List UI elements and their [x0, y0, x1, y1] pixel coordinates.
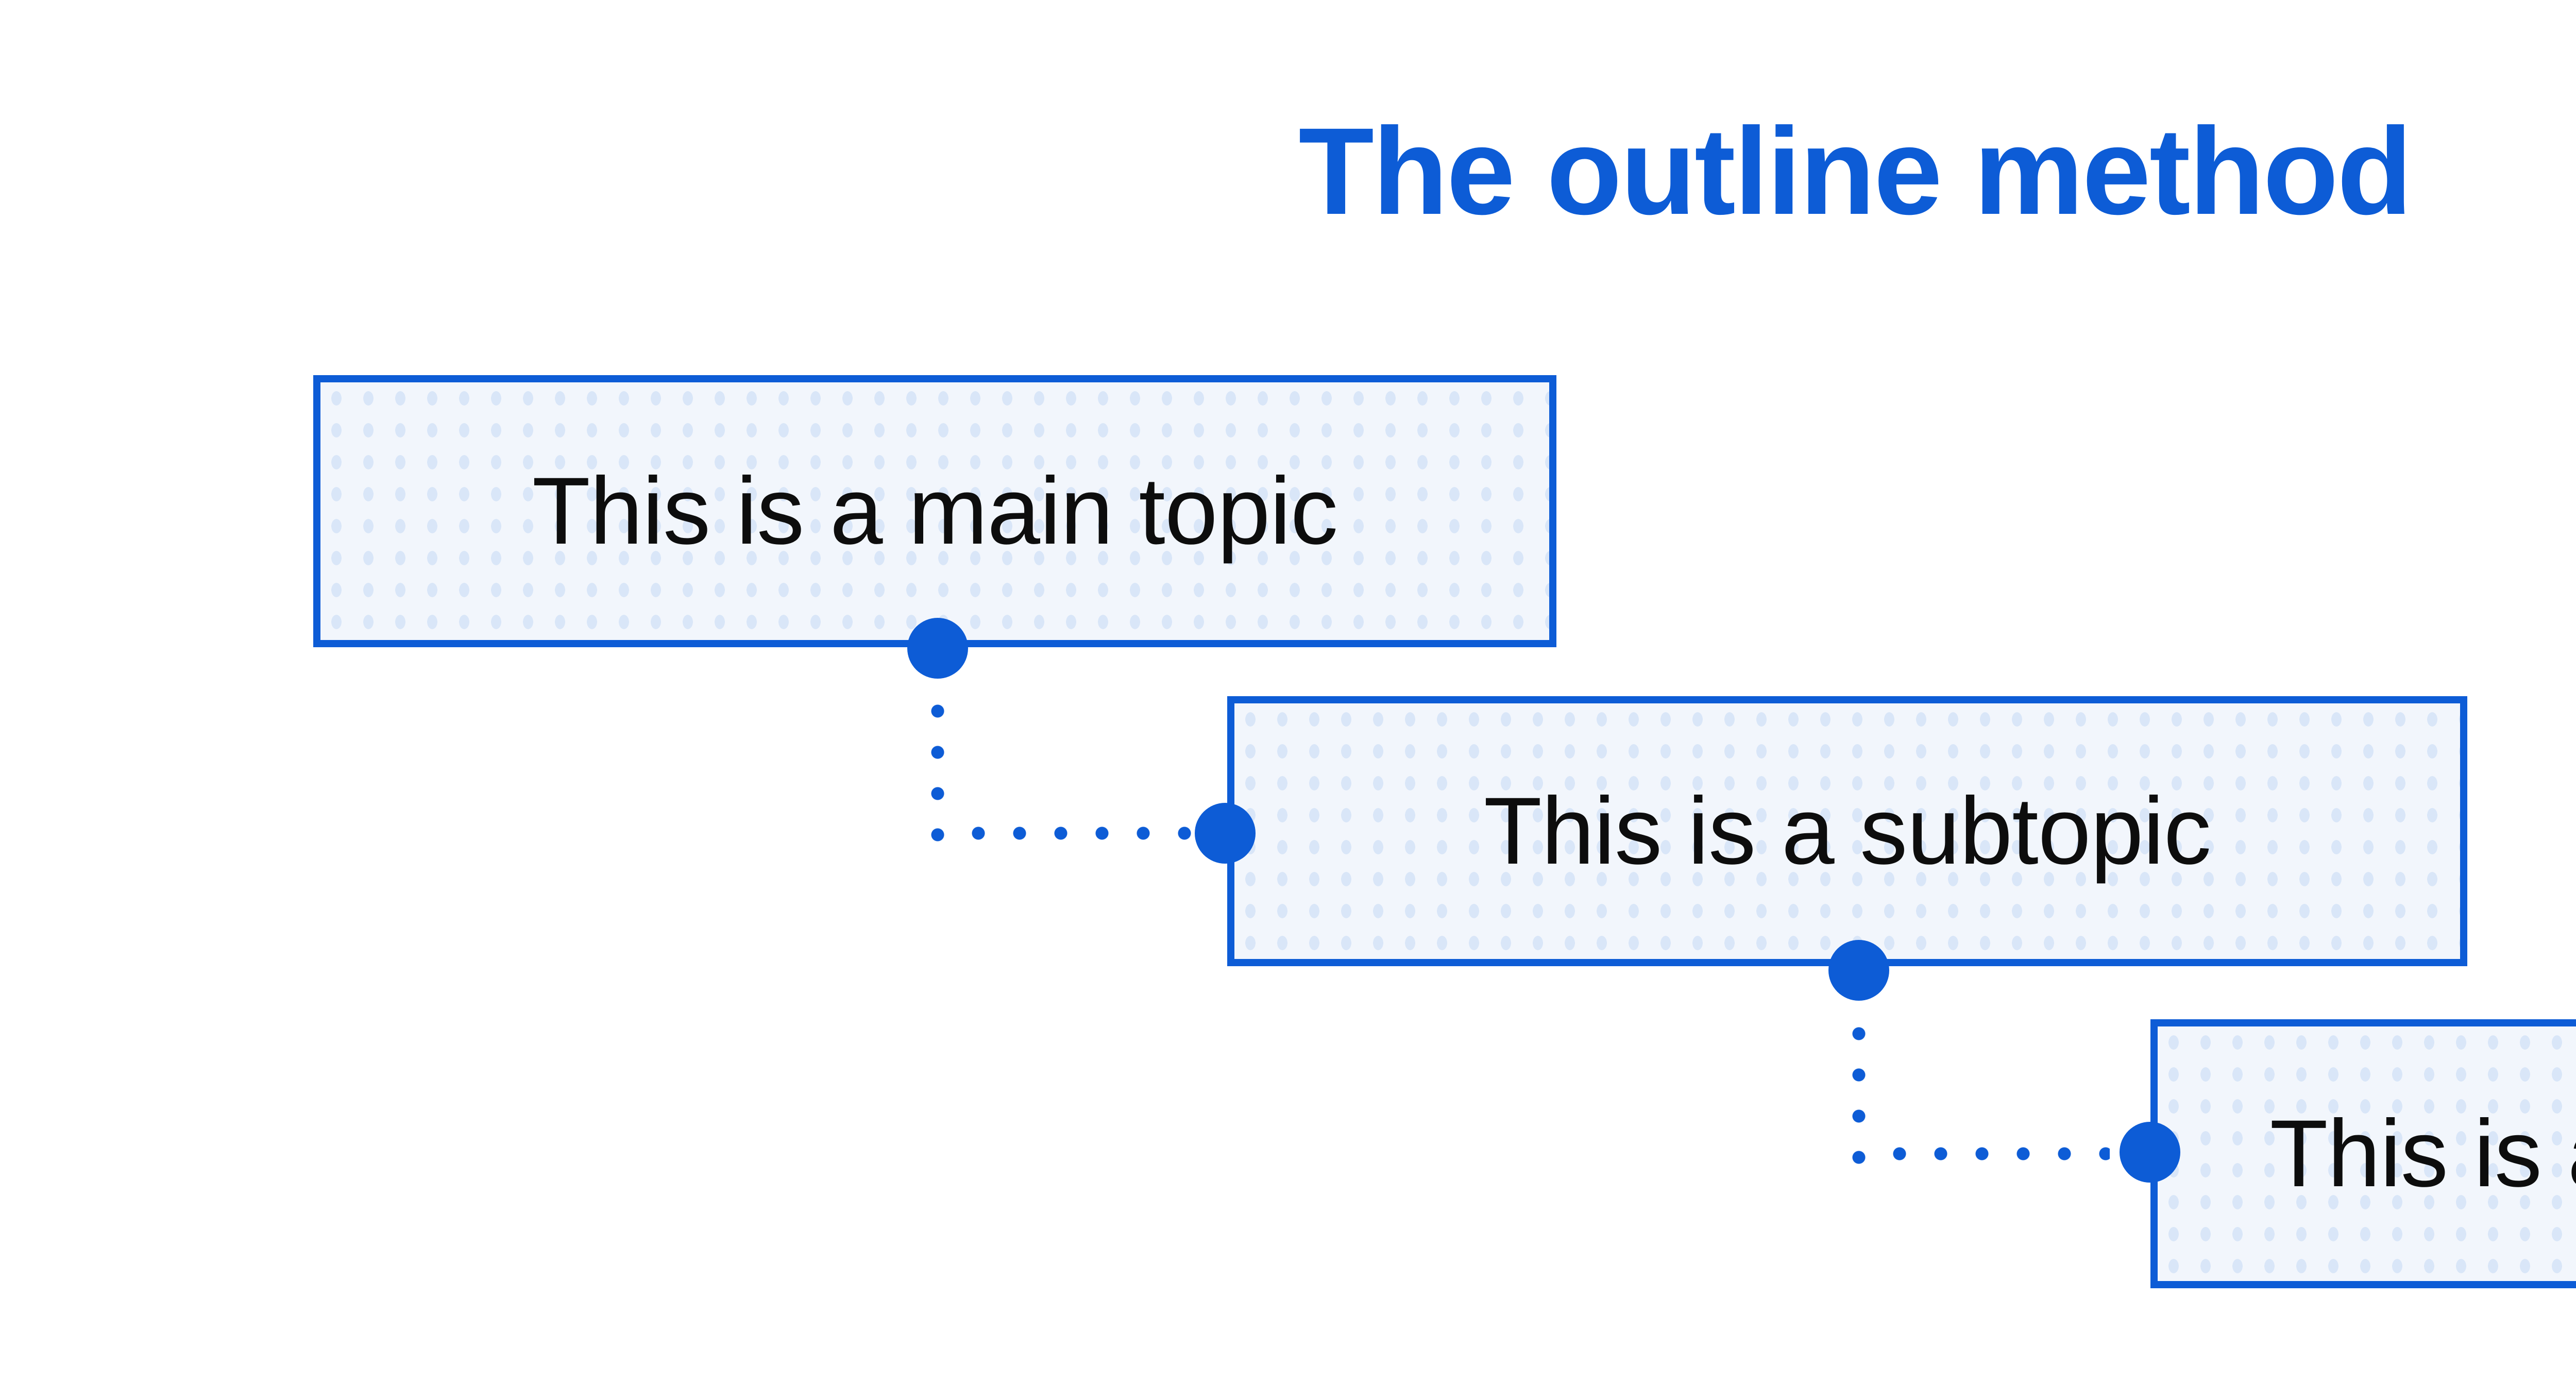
connector-2-end-dot	[2120, 1122, 2180, 1183]
note-label: This is a note or thought	[2269, 1100, 2576, 1207]
connector-1-vertical-dotted-line	[931, 704, 944, 841]
main-topic-box: This is a main topic	[313, 375, 1556, 647]
connector-1-horizontal-dotted-line	[972, 827, 1191, 840]
connector-2-vertical-dotted-line	[1852, 1027, 1866, 1164]
connector-1-end-dot	[1195, 803, 1256, 864]
main-topic-label: This is a main topic	[532, 458, 1338, 564]
diagram-title: The outline method	[1298, 102, 2412, 240]
subtopic-label: This is a subtopic	[1483, 778, 2211, 884]
connector-2-horizontal-dotted-line	[1893, 1147, 2110, 1160]
connector-2-start-dot	[1828, 940, 1889, 1001]
connector-1-start-dot	[907, 618, 968, 679]
note-box: This is a note or thought	[2150, 1019, 2576, 1288]
subtopic-box: This is a subtopic	[1227, 696, 2467, 966]
